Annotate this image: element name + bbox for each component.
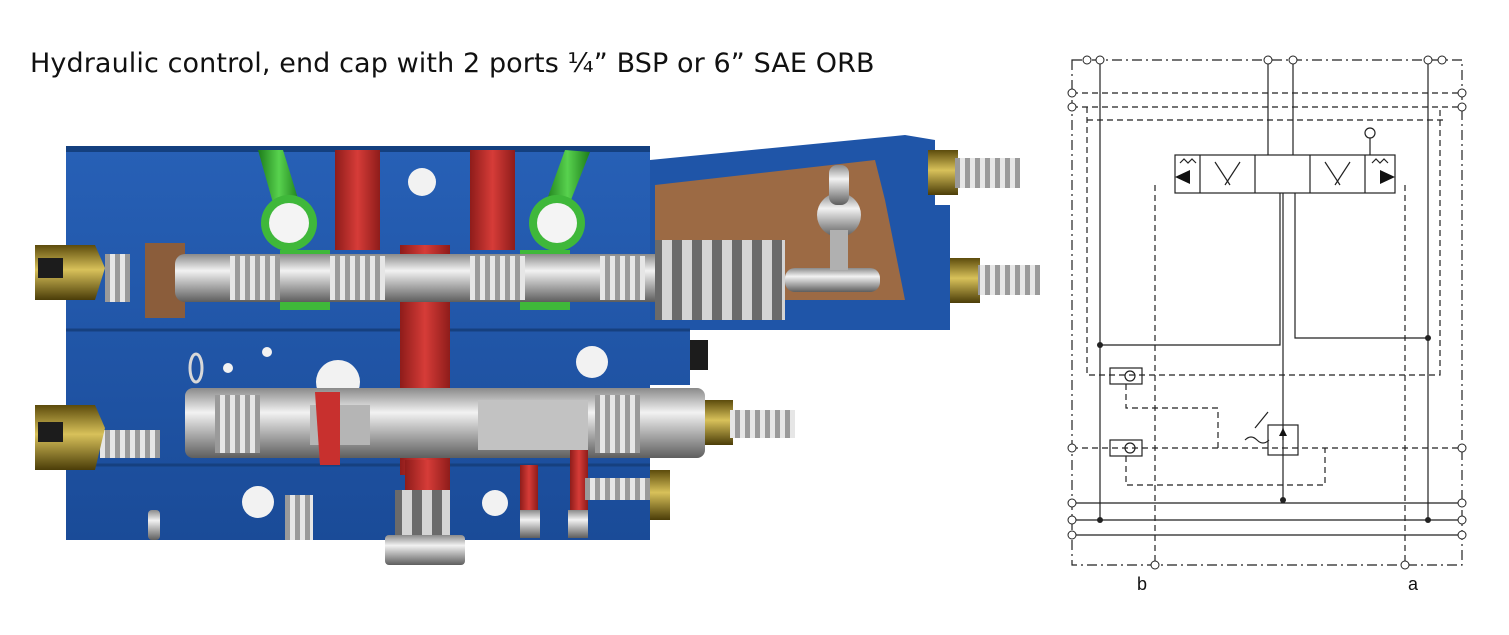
bottom-cap	[385, 535, 465, 565]
hydraulic-schematic	[1067, 55, 1467, 570]
pressure-channel	[335, 150, 380, 250]
schematic-boundary	[1071, 59, 1463, 566]
upper-spool	[175, 254, 665, 302]
directional-valve-symbol	[1174, 154, 1396, 194]
return-spring	[655, 240, 785, 320]
port-label-b: b	[1137, 574, 1148, 594]
port-label-a: a	[1408, 574, 1419, 594]
pressure-channel	[470, 150, 515, 250]
valve-cutaway-illustration	[35, 135, 1040, 565]
figure-title: Hydraulic control, end cap with 2 ports …	[30, 48, 875, 79]
pilot-channel	[258, 150, 300, 210]
relief-valve-symbol	[1267, 424, 1299, 456]
left-fitting-lower	[35, 405, 105, 470]
body-edge-top	[66, 146, 650, 152]
